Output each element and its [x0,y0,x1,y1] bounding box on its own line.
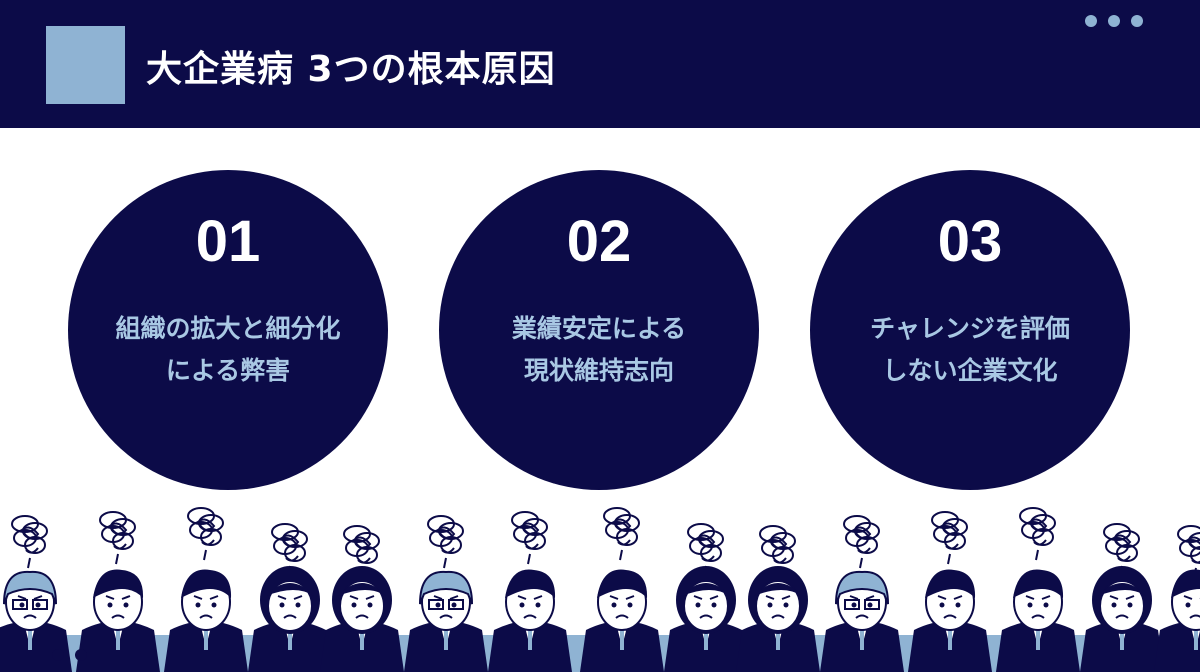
bottom-dots-decoration [52,646,98,665]
header-bar: 大企業病 3つの根本原因 [0,0,1200,128]
cause-number: 02 [566,209,632,274]
dot [52,649,64,661]
worker-figure [488,511,572,672]
worker-figure [1154,525,1200,672]
cause-text: チャレンジを評価 しない企業文化 [820,308,1120,392]
cause-number: 01 [195,209,261,274]
top-dots-decoration [1085,12,1154,27]
cause-card-1: 01 組織の拡大と細分化 による弊害 [68,170,388,490]
cause-text: 業績安定による 現状維持志向 [449,308,749,392]
page-title: 大企業病 3つの根本原因 [146,49,556,90]
cause-text: 組織の拡大と細分化 による弊害 [78,308,378,392]
header-accent-square [46,26,125,104]
worker-figure [248,523,332,672]
worker-figure [320,525,404,672]
worried-office-workers-illustration [0,507,1200,672]
dot [75,649,87,661]
cause-text-line: チャレンジを評価 [870,314,1070,343]
worker-figure [1080,523,1164,672]
cause-text-line: による弊害 [165,356,291,385]
cause-text-line: しない企業文化 [882,356,1058,385]
worker-figure [664,523,748,672]
worker-figure [908,511,992,672]
worker-figure [996,507,1080,672]
worker-figure [164,507,248,672]
cause-number: 03 [937,209,1003,274]
dot [1085,15,1097,27]
worker-figure [820,515,904,672]
cause-text-line: 現状維持志向 [523,356,674,385]
worker-figure [404,515,488,672]
worker-figure [580,507,664,672]
dot [1108,15,1120,27]
worker-figure [736,525,820,672]
cause-text-line: 業績安定による [511,314,687,343]
worker-figure [76,511,160,672]
dot [1131,15,1143,27]
cause-card-3: 03 チャレンジを評価 しない企業文化 [810,170,1130,490]
cause-text-line: 組織の拡大と細分化 [115,314,341,343]
cause-card-2: 02 業績安定による 現状維持志向 [439,170,759,490]
